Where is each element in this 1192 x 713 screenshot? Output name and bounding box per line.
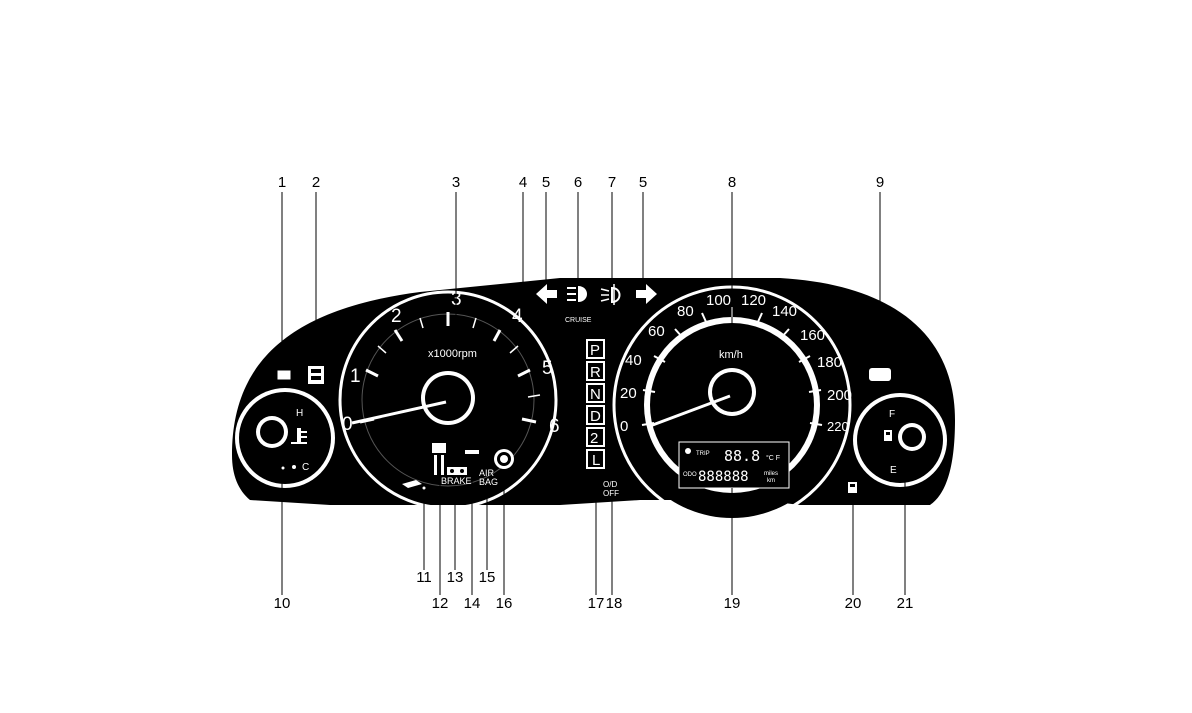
outside-temp-icon [685,448,691,454]
lcd-odo-label: ODO [683,472,697,478]
temperature-gauge: H C [235,388,335,488]
od-off-label-line2: OFF [603,489,619,498]
speed-number-0: 0 [620,418,628,435]
brake-label: BRAKE [441,476,472,486]
fuel-gauge: F E [853,393,947,487]
speed-number-140: 140 [772,303,797,320]
speed-number-200: 200 [827,387,852,404]
tach-number-5: 5 [542,358,553,379]
tach-number-2: 2 [391,306,402,327]
lcd-dist-unit-2: km [767,478,775,484]
cruise-label: CRUISE [565,317,592,324]
callout-5-left: 5 [542,174,550,191]
fuel-full-label: F [889,409,895,420]
warning-light-14-icon [465,450,479,454]
callout-14: 14 [464,595,481,612]
temp-cold-label: C [302,462,309,473]
speed-number-60: 60 [648,323,665,340]
speed-unit-label: km/h [719,349,743,361]
lcd-dist-unit-1: miles [764,471,778,477]
speed-number-100: 100 [706,292,731,309]
warning-light-9-icon [869,368,891,381]
gear-R: R [590,364,601,381]
lcd-odo-digits: 888888 [698,469,749,485]
fuel-pump-icon [884,430,892,441]
tach-unit-label: x1000rpm [428,348,477,360]
tach-number-0: 0 [342,414,353,435]
speed-number-180: 180 [817,354,842,371]
tach-number-1: 1 [350,366,361,387]
callout-5-right: 5 [639,174,647,191]
callout-20: 20 [845,595,862,612]
callout-3: 3 [452,174,460,191]
warning-light-1-icon [277,370,291,380]
speed-number-160: 160 [800,327,825,344]
callout-19: 19 [724,595,741,612]
warning-light-2-icon [308,366,324,384]
callout-10: 10 [274,595,291,612]
temp-hot-label: H [296,408,303,419]
callout-4: 4 [519,174,527,191]
gear-N: N [590,386,601,403]
callout-13: 13 [447,569,464,586]
gear-D: D [590,408,601,425]
lcd-temp-unit: °C F [766,454,780,462]
gear-2: 2 [590,430,598,447]
callout-1: 1 [278,174,286,191]
speedometer: 0 20 40 60 80 100 120 140 160 180 200 22… [614,287,852,523]
tach-number-6: 6 [549,416,560,437]
callout-9: 9 [876,174,884,191]
callout-6: 6 [574,174,582,191]
speed-number-220: 220 [827,419,849,434]
callout-12: 12 [432,595,449,612]
callout-7: 7 [608,174,616,191]
callout-2: 2 [312,174,320,191]
callout-15: 15 [479,569,496,586]
gear-P: P [590,342,600,359]
fuel-empty-label: E [890,465,897,476]
callout-18: 18 [606,595,623,612]
callout-8: 8 [728,174,736,191]
callout-11: 11 [416,569,432,586]
lcd-temp-digits: 88.8 [724,447,760,465]
multi-information-display: TRIP 88.8 °C F ODO 888888 miles km [679,442,789,488]
od-off-label-line1: O/D [603,480,617,489]
speed-number-120: 120 [741,292,766,309]
warning-light-16-icon [494,449,514,469]
callout-16: 16 [496,595,513,612]
air-bag-label-line2: BAG [479,477,498,487]
low-fuel-warning-icon [848,482,857,493]
gear-L: L [592,452,600,469]
callout-21: 21 [897,595,914,612]
speed-number-20: 20 [620,385,637,402]
callout-17: 17 [588,595,605,612]
lcd-trip-label: TRIP [696,451,710,457]
speed-number-40: 40 [625,352,642,369]
tach-number-4: 4 [512,306,523,327]
speed-number-80: 80 [677,303,694,320]
